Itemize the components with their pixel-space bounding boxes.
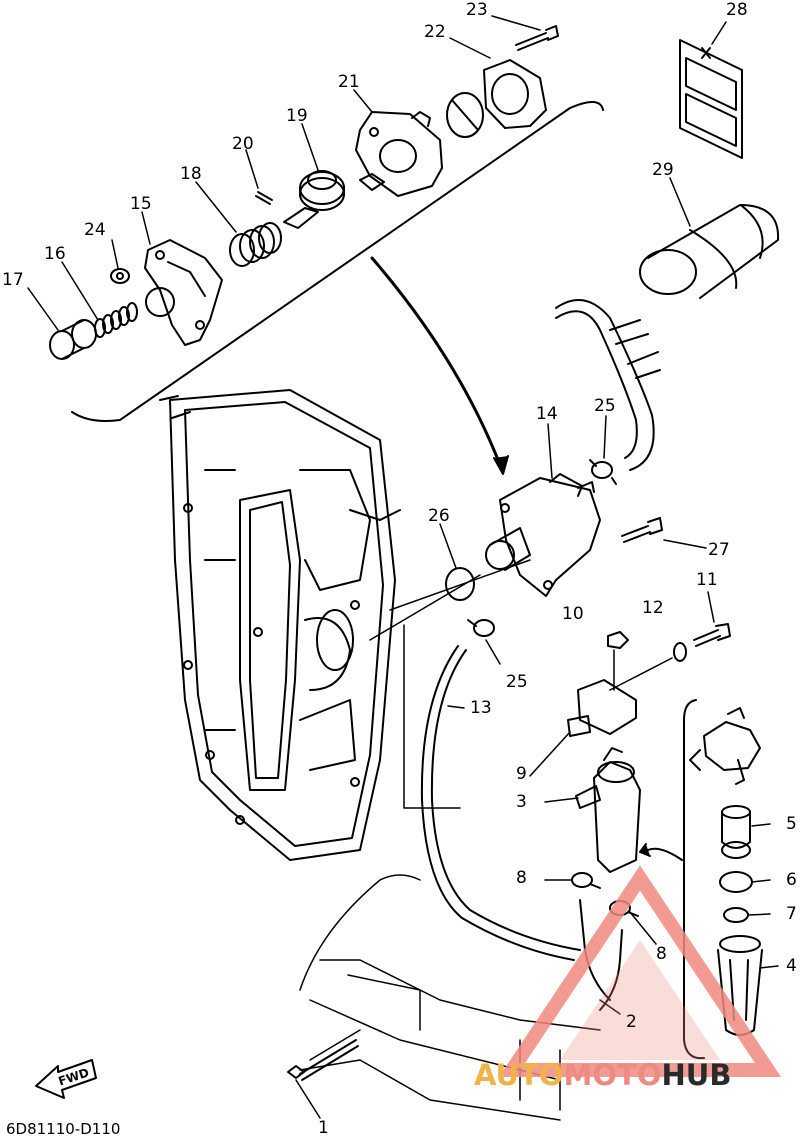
pointer-arrow-line [370,256,504,472]
leader-line-26 [369,574,481,641]
part-13-hose-drawing [430,649,581,951]
callout-1: 1 [318,1118,329,1138]
callout-leader-lines [27,15,779,1119]
callout-2: 2 [626,1012,637,1032]
part-27-bolt-drawing [621,517,663,543]
callout-22: 22 [424,22,446,42]
part-19-valve-drawing [283,170,345,229]
part-5-element-drawing [721,805,751,859]
part-11-bolt-drawing [693,623,731,647]
callout-10: 10 [562,604,584,624]
callout-25-upper: 25 [594,396,616,416]
callout-7: 7 [786,904,797,924]
inset-panel-border [71,101,604,422]
callout-27: 27 [708,540,730,560]
callout-11: 11 [696,570,718,590]
callout-18: 18 [180,164,202,184]
right-inset-border [683,699,705,1060]
callout-4: 4 [786,956,797,976]
watermark-part-hub: HUB [661,1058,732,1092]
watermark-part-auto: AUTO [474,1058,564,1092]
callout-12: 12 [642,598,664,618]
callout-21: 21 [338,72,360,92]
callout-15: 15 [130,194,152,214]
watermark-part-moto: MOTO [563,1058,662,1092]
leader-line-12 [609,657,673,691]
callout-19: 19 [286,106,308,126]
part-25-clip-lower-drawing [467,619,495,637]
right-inset-arrow [647,847,683,861]
part-8-clip-left-drawing [571,872,601,889]
part-20-pin-drawing [255,191,273,205]
callout-20: 20 [232,134,254,154]
pointer-arrowhead [493,455,509,475]
upper-hose-drawing [555,299,661,471]
callout-29: 29 [652,160,674,180]
part-14-fuel-pump-drawing [485,473,601,597]
part-15-cover-drawing [144,239,223,346]
inset-top-assembly-drawing [689,707,761,785]
part-6-oring-drawing [719,871,753,893]
part-21-housing-drawing [355,111,443,197]
callout-14: 14 [536,404,558,424]
leader-line-filter-box [403,624,461,809]
part-26-oring-drawing [445,567,475,601]
part-2-hose-drawing-b [599,929,623,1011]
part-17-cap-drawing [49,319,97,360]
part-25-clip-upper-drawing [589,459,617,485]
right-inset-arrowhead [639,843,651,857]
fwd-arrow-drawing [35,1059,97,1099]
part-12-washer-drawing [673,642,687,662]
callout-9: 9 [516,764,527,784]
callout-26: 26 [428,506,450,526]
part-28-labels-drawing [679,39,743,159]
part-10-nut-drawing [607,631,629,649]
part-3-filter-drawing [575,747,641,873]
callout-6: 6 [786,870,797,890]
callout-8-right: 8 [656,944,667,964]
part-24-nut-drawing [110,268,130,284]
callout-16: 16 [44,244,66,264]
callout-28: 28 [726,0,748,20]
diagram-code: 6D81110-D110 [6,1120,121,1138]
watermark-text: AUTOMOTOHUB [474,1058,731,1092]
callout-8-left: 8 [516,868,527,888]
part-1-bolt-drawing [287,1039,359,1081]
part-7-ring-drawing [723,907,749,923]
part-29-sleeve-drawing [639,204,780,299]
callout-23: 23 [466,0,488,20]
callout-24: 24 [84,220,106,240]
part-9-bracket-drawing [567,679,637,737]
part-22-gasket-drawing [446,59,547,138]
part-23-bolt-drawing [515,25,559,51]
part-13-hose-drawing-b [420,645,575,961]
part-18-spring-drawing [229,222,282,267]
part-16-spring-drawing [94,302,138,338]
callout-13: 13 [470,698,492,718]
callout-17: 17 [2,270,24,290]
callout-25-lower: 25 [506,672,528,692]
watermark-logo-triangle [498,865,782,1077]
callout-5: 5 [786,814,797,834]
cylinder-head-drawing [159,389,401,861]
callout-3: 3 [516,792,527,812]
